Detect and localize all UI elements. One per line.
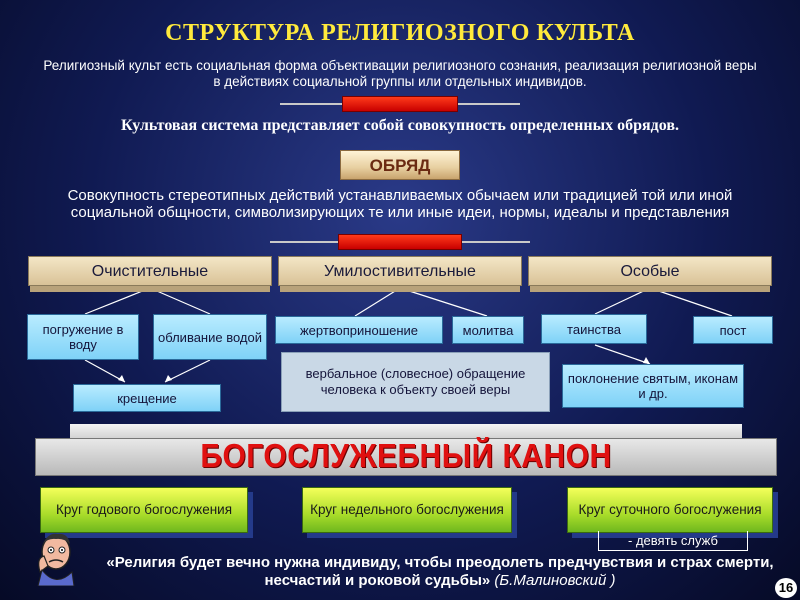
- item-worship: поклонение святым, иконам и др.: [562, 364, 744, 408]
- item-verbal-appeal: вербальное (словесное) обращение человек…: [281, 352, 550, 412]
- category-propitiatory: Умилостивительные: [278, 256, 522, 286]
- nine-services-note: - девять служб: [598, 531, 748, 551]
- page-number: 16: [775, 578, 797, 598]
- cult-system-text: Культовая система представляет собой сов…: [121, 117, 679, 134]
- category-purifying: Очистительные: [28, 256, 272, 286]
- circle-annual: Круг годового богослужения: [40, 487, 248, 533]
- canon-pedestal: [35, 438, 777, 476]
- cult-definition: Религиозный культ есть социальная форма …: [43, 58, 757, 89]
- item-fasting: пост: [693, 316, 773, 344]
- item-sacrifice: жертвоприношение: [275, 316, 443, 344]
- item-dousing: обливание водой: [153, 314, 267, 360]
- thinker-icon: [37, 533, 75, 586]
- circle-weekly: Круг недельного богослужения: [302, 487, 512, 533]
- item-sacraments: таинства: [541, 314, 647, 344]
- item-prayer: молитва: [452, 316, 524, 344]
- item-baptism: крещение: [73, 384, 221, 412]
- circle-daily: Круг суточного богослужения: [567, 487, 773, 533]
- quote-text: «Религия будет вечно нужна индивиду, что…: [106, 554, 774, 589]
- slide-title: СТРУКТУРА РЕЛИГИОЗНОГО КУЛЬТА: [165, 20, 635, 46]
- quote: «Религия будет вечно нужна индивиду, что…: [95, 554, 785, 590]
- red-connector-bar: [342, 96, 458, 112]
- canon-title: БОГОСЛУЖЕБНЫЙ КАНОН: [200, 438, 612, 475]
- rite-definition: Совокупность стереотипных действий устан…: [67, 187, 733, 221]
- item-immersion: погружение в воду: [27, 314, 139, 360]
- red-connector-bar-2: [338, 234, 462, 250]
- quote-author: (Б.Малиновский ): [494, 572, 616, 589]
- rite-box: ОБРЯД: [340, 150, 460, 180]
- category-special: Особые: [528, 256, 772, 286]
- canon-pedestal-top: [70, 424, 742, 440]
